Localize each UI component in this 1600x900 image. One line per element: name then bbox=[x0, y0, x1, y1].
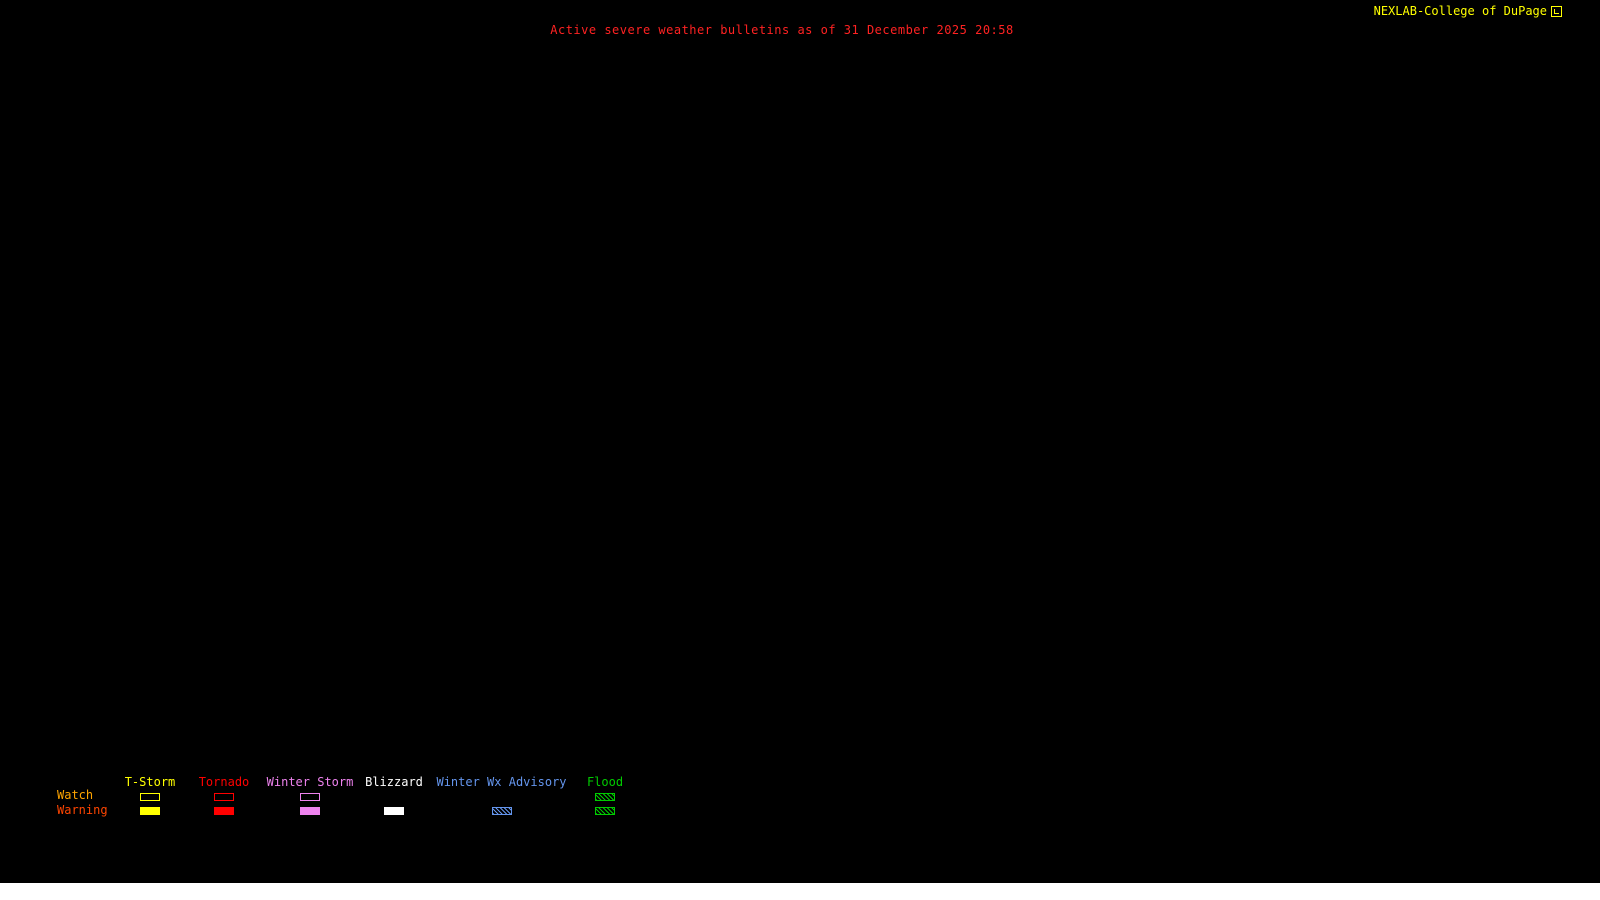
tornado-watch-swatch bbox=[214, 793, 234, 801]
legend-header-winter-storm: Winter Storm bbox=[266, 775, 354, 789]
legend-column-winter-storm: Winter Storm bbox=[262, 775, 358, 818]
legend-header-blizzard: Blizzard bbox=[365, 775, 423, 789]
blizzard-warning-swatch bbox=[384, 807, 404, 815]
page-title: Active severe weather bulletins as of 31… bbox=[550, 23, 1014, 37]
brand: NEXLAB-College of DuPage bbox=[1374, 4, 1562, 18]
winter-wx-advisory-warning-swatch bbox=[491, 807, 512, 815]
flood-watch-slot bbox=[565, 790, 645, 804]
blizzard-watch-slot bbox=[354, 790, 434, 804]
legend: Watch Warning T-Storm Tornado bbox=[0, 775, 700, 825]
legend-header-tornado: Tornado bbox=[198, 775, 250, 789]
winter-storm-watch-slot bbox=[262, 790, 358, 804]
tornado-warning-slot bbox=[184, 804, 264, 818]
bottom-strip bbox=[0, 883, 1600, 900]
legend-header-winter-wx-advisory: Winter Wx Advisory bbox=[436, 775, 567, 789]
winter-storm-warning-slot bbox=[262, 804, 358, 818]
winter-wx-advisory-watch-slot bbox=[434, 790, 569, 804]
legend-column-tornado: Tornado bbox=[184, 775, 264, 818]
tornado-warning-swatch bbox=[214, 807, 234, 815]
flood-warning-slot bbox=[565, 804, 645, 818]
tstorm-watch-swatch bbox=[140, 793, 160, 801]
legend-column-blizzard: Blizzard bbox=[354, 775, 434, 818]
winter-storm-watch-swatch bbox=[300, 793, 320, 801]
legend-row-label-watch: Watch bbox=[57, 788, 94, 802]
flood-warning-swatch bbox=[595, 807, 615, 815]
tstorm-watch-slot bbox=[110, 790, 190, 804]
nexlab-logo-icon bbox=[1551, 5, 1562, 17]
tornado-watch-slot bbox=[184, 790, 264, 804]
tstorm-warning-swatch bbox=[140, 807, 160, 815]
tstorm-warning-slot bbox=[110, 804, 190, 818]
winter-wx-advisory-warning-slot bbox=[434, 804, 569, 818]
brand-label: NEXLAB-College of DuPage bbox=[1373, 4, 1547, 18]
legend-header-flood: Flood bbox=[586, 775, 624, 789]
legend-column-tstorm: T-Storm bbox=[110, 775, 190, 818]
flood-watch-swatch bbox=[595, 793, 615, 801]
legend-column-flood: Flood bbox=[565, 775, 645, 818]
blizzard-warning-slot bbox=[354, 804, 434, 818]
legend-column-winter-wx-advisory: Winter Wx Advisory bbox=[434, 775, 569, 818]
winter-storm-warning-swatch bbox=[300, 807, 320, 815]
legend-row-label-warning: Warning bbox=[57, 803, 108, 817]
legend-header-tstorm: T-Storm bbox=[124, 775, 176, 789]
